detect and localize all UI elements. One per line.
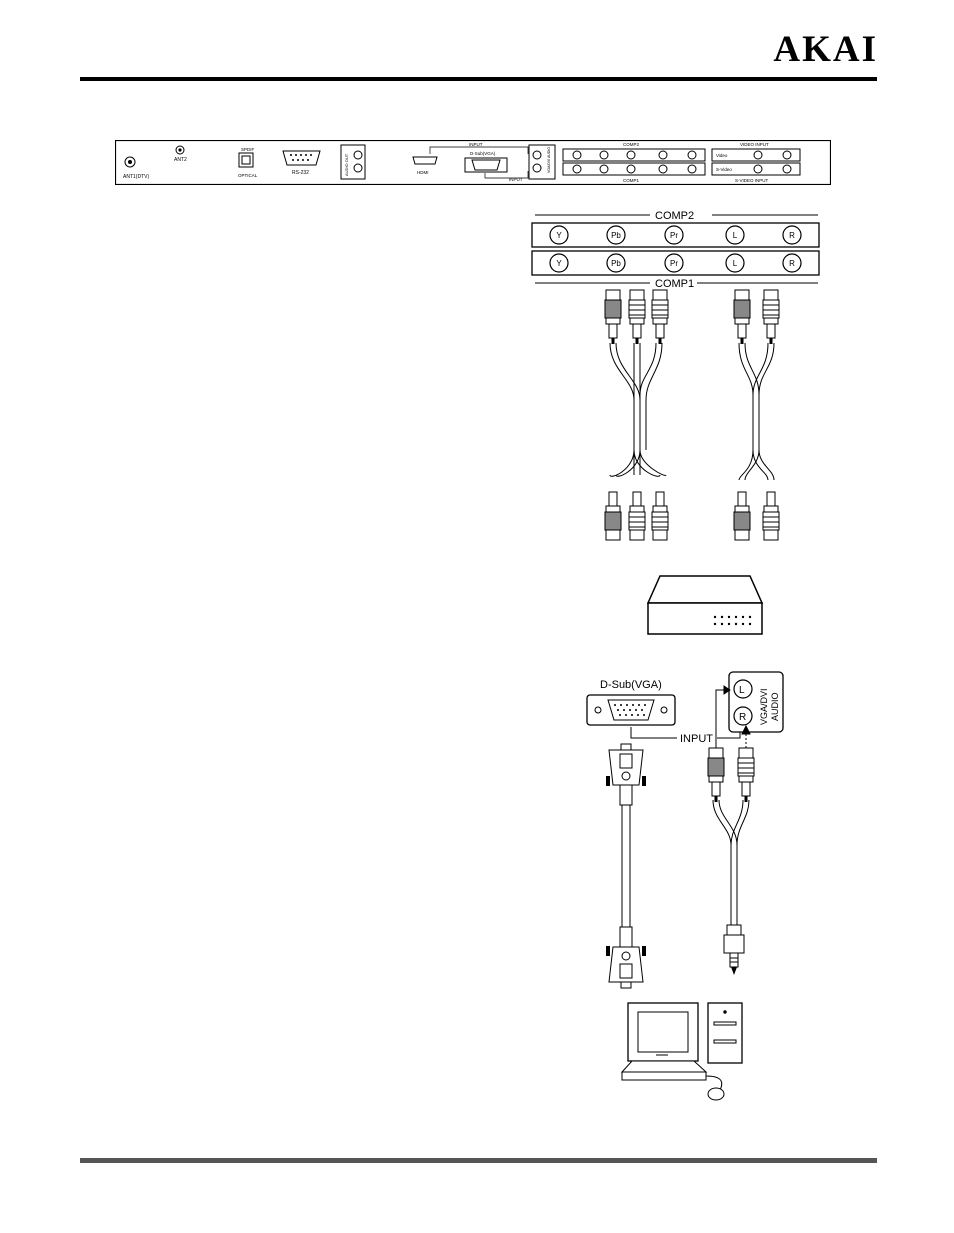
comp2-jack-pb: Pb (611, 231, 621, 240)
component-video-cable (605, 290, 668, 540)
component-input-panel: COMP2 COMP1 Y Pb Pr L R Y Pb Pr L R (532, 210, 819, 290)
comp2-jack-l: L (733, 231, 738, 240)
footer-rule (80, 1158, 877, 1163)
vga-input-label: INPUT (680, 733, 713, 745)
source-device-icon (648, 576, 762, 634)
comp1-label: COMP1 (655, 278, 694, 290)
comp1-jack-pb: Pb (611, 259, 621, 268)
computer-icon (622, 1003, 742, 1100)
comp1-jack-pr: Pr (670, 259, 678, 268)
vga-audio-label: AUDIO (770, 692, 780, 721)
comp2-jack-y: Y (556, 231, 562, 240)
comp1-jack-r: R (789, 259, 795, 268)
vga-audio-jack-r: R (739, 712, 746, 723)
vga-audio-jack-l: L (739, 685, 745, 696)
dsub-vga-label: D-Sub(VGA) (600, 679, 662, 691)
component-audio-cable (734, 290, 779, 540)
comp1-jack-l: L (733, 259, 738, 268)
comp2-label: COMP2 (655, 210, 694, 222)
comp1-jack-y: Y (556, 259, 562, 268)
comp2-jack-pr: Pr (670, 231, 678, 240)
vga-audio-cable (708, 748, 754, 975)
vga-dvi-label: VGA/DVI (759, 688, 769, 725)
comp2-jack-r: R (789, 231, 795, 240)
vga-input-panel: D-Sub(VGA) INPUT L R VGA/DVI AUDIO (587, 672, 783, 745)
vga-cable (606, 744, 646, 988)
